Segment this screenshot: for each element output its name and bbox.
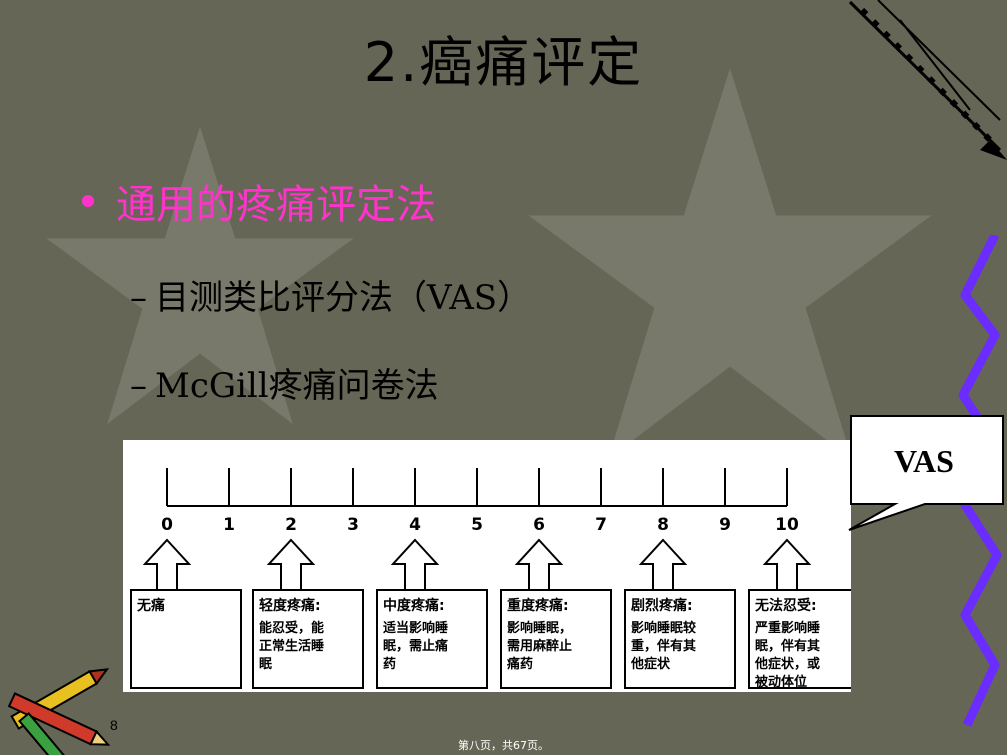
vas-box-line: 他症状 bbox=[630, 656, 671, 672]
vas-arrow bbox=[762, 538, 812, 591]
bullet-dot bbox=[82, 195, 94, 207]
vas-arrow bbox=[638, 538, 688, 591]
page-number: 8 bbox=[110, 717, 118, 733]
vas-arrow bbox=[266, 538, 316, 591]
vas-tick-label: 1 bbox=[223, 515, 235, 535]
vas-tick-label: 8 bbox=[657, 515, 669, 535]
vas-tick-label: 0 bbox=[161, 515, 173, 535]
vas-box-line: 能忍受，能 bbox=[259, 620, 324, 636]
vas-box-line: 严重影响睡 bbox=[754, 620, 820, 636]
vas-tick-label: 4 bbox=[409, 515, 421, 535]
vas-box-heading: 重度疼痛: bbox=[507, 597, 569, 614]
vas-box-line: 正常生活睡 bbox=[259, 638, 324, 654]
vas-callout-bubble bbox=[848, 415, 1004, 531]
vas-tick-label: 9 bbox=[719, 515, 731, 535]
vas-tick-label: 6 bbox=[533, 515, 545, 535]
bullet-text: 通用的疼痛评定法 bbox=[116, 182, 436, 228]
background-star-decoration bbox=[46, 126, 354, 425]
dash: – bbox=[130, 278, 147, 318]
pencil-clipart-icon bbox=[848, 0, 1007, 160]
vas-box bbox=[748, 589, 860, 689]
slide-title: 2.癌痛评定 bbox=[363, 31, 644, 94]
vas-box-line: 影响睡眠， bbox=[507, 620, 572, 636]
vas-callout-label: VAS bbox=[894, 442, 954, 479]
vas-box-heading: 中度疼痛: bbox=[383, 597, 445, 614]
background-star-decoration bbox=[528, 68, 932, 460]
vas-tick-label: 5 bbox=[471, 515, 483, 535]
vas-box bbox=[252, 589, 364, 689]
vas-box-heading: 轻度疼痛: bbox=[259, 597, 321, 614]
vas-box-heading: 剧烈疼痛: bbox=[631, 597, 693, 614]
vas-box-line: 重，伴有其 bbox=[631, 638, 696, 654]
vas-box-heading: 无法忍受: bbox=[754, 597, 817, 614]
vas-tick-label: 2 bbox=[285, 515, 297, 535]
vas-box-line: 影响睡眠较 bbox=[631, 620, 696, 636]
vas-arrow bbox=[142, 538, 192, 591]
vas-tick-label: 3 bbox=[347, 515, 359, 535]
vas-arrow bbox=[514, 538, 564, 591]
vas-box-line: 药 bbox=[383, 656, 396, 672]
vas-box bbox=[376, 589, 488, 689]
vas-box-line: 眠，需止痛 bbox=[383, 638, 448, 654]
vas-box bbox=[130, 589, 242, 689]
vas-box-line: 需用麻醉止 bbox=[507, 638, 572, 654]
sub-item-label: 目测类比评分法（VAS） bbox=[155, 278, 532, 318]
vas-box-line: 眠 bbox=[259, 657, 272, 672]
dash: – bbox=[130, 366, 147, 406]
crayons-clipart-icon bbox=[7, 668, 111, 755]
vas-box bbox=[500, 589, 612, 689]
bullet-main: 通用的疼痛评定法 bbox=[82, 172, 436, 230]
vas-box-line: 眠，伴有其 bbox=[755, 638, 820, 654]
vas-box-line: 他症状，或 bbox=[754, 656, 820, 672]
vas-box bbox=[624, 589, 736, 689]
footer-page-info: 第八页，共67页。 bbox=[458, 739, 549, 752]
sub-item-vas: –目测类比评分法（VAS） bbox=[130, 270, 531, 319]
sub-item-label: McGill疼痛问卷法 bbox=[155, 366, 439, 406]
vas-box-line: 痛药 bbox=[506, 656, 533, 672]
vas-tick-label: 10 bbox=[775, 515, 799, 535]
vas-scale-figure: 0 1 2 3 4 5 6 7 8 9 10 无痛 轻度疼痛: 能忍受，能正常生活睡眠 中度疼痛: 适当影响… bbox=[123, 440, 860, 692]
vas-box-heading: 无痛 bbox=[136, 597, 165, 614]
vas-box-line: 被动体位 bbox=[754, 674, 807, 690]
vas-arrow bbox=[390, 538, 440, 591]
vas-box-line: 适当影响睡 bbox=[383, 620, 448, 636]
vas-tick-label: 7 bbox=[595, 515, 607, 535]
sub-item-mcgill: –McGill疼痛问卷法 bbox=[130, 358, 439, 407]
